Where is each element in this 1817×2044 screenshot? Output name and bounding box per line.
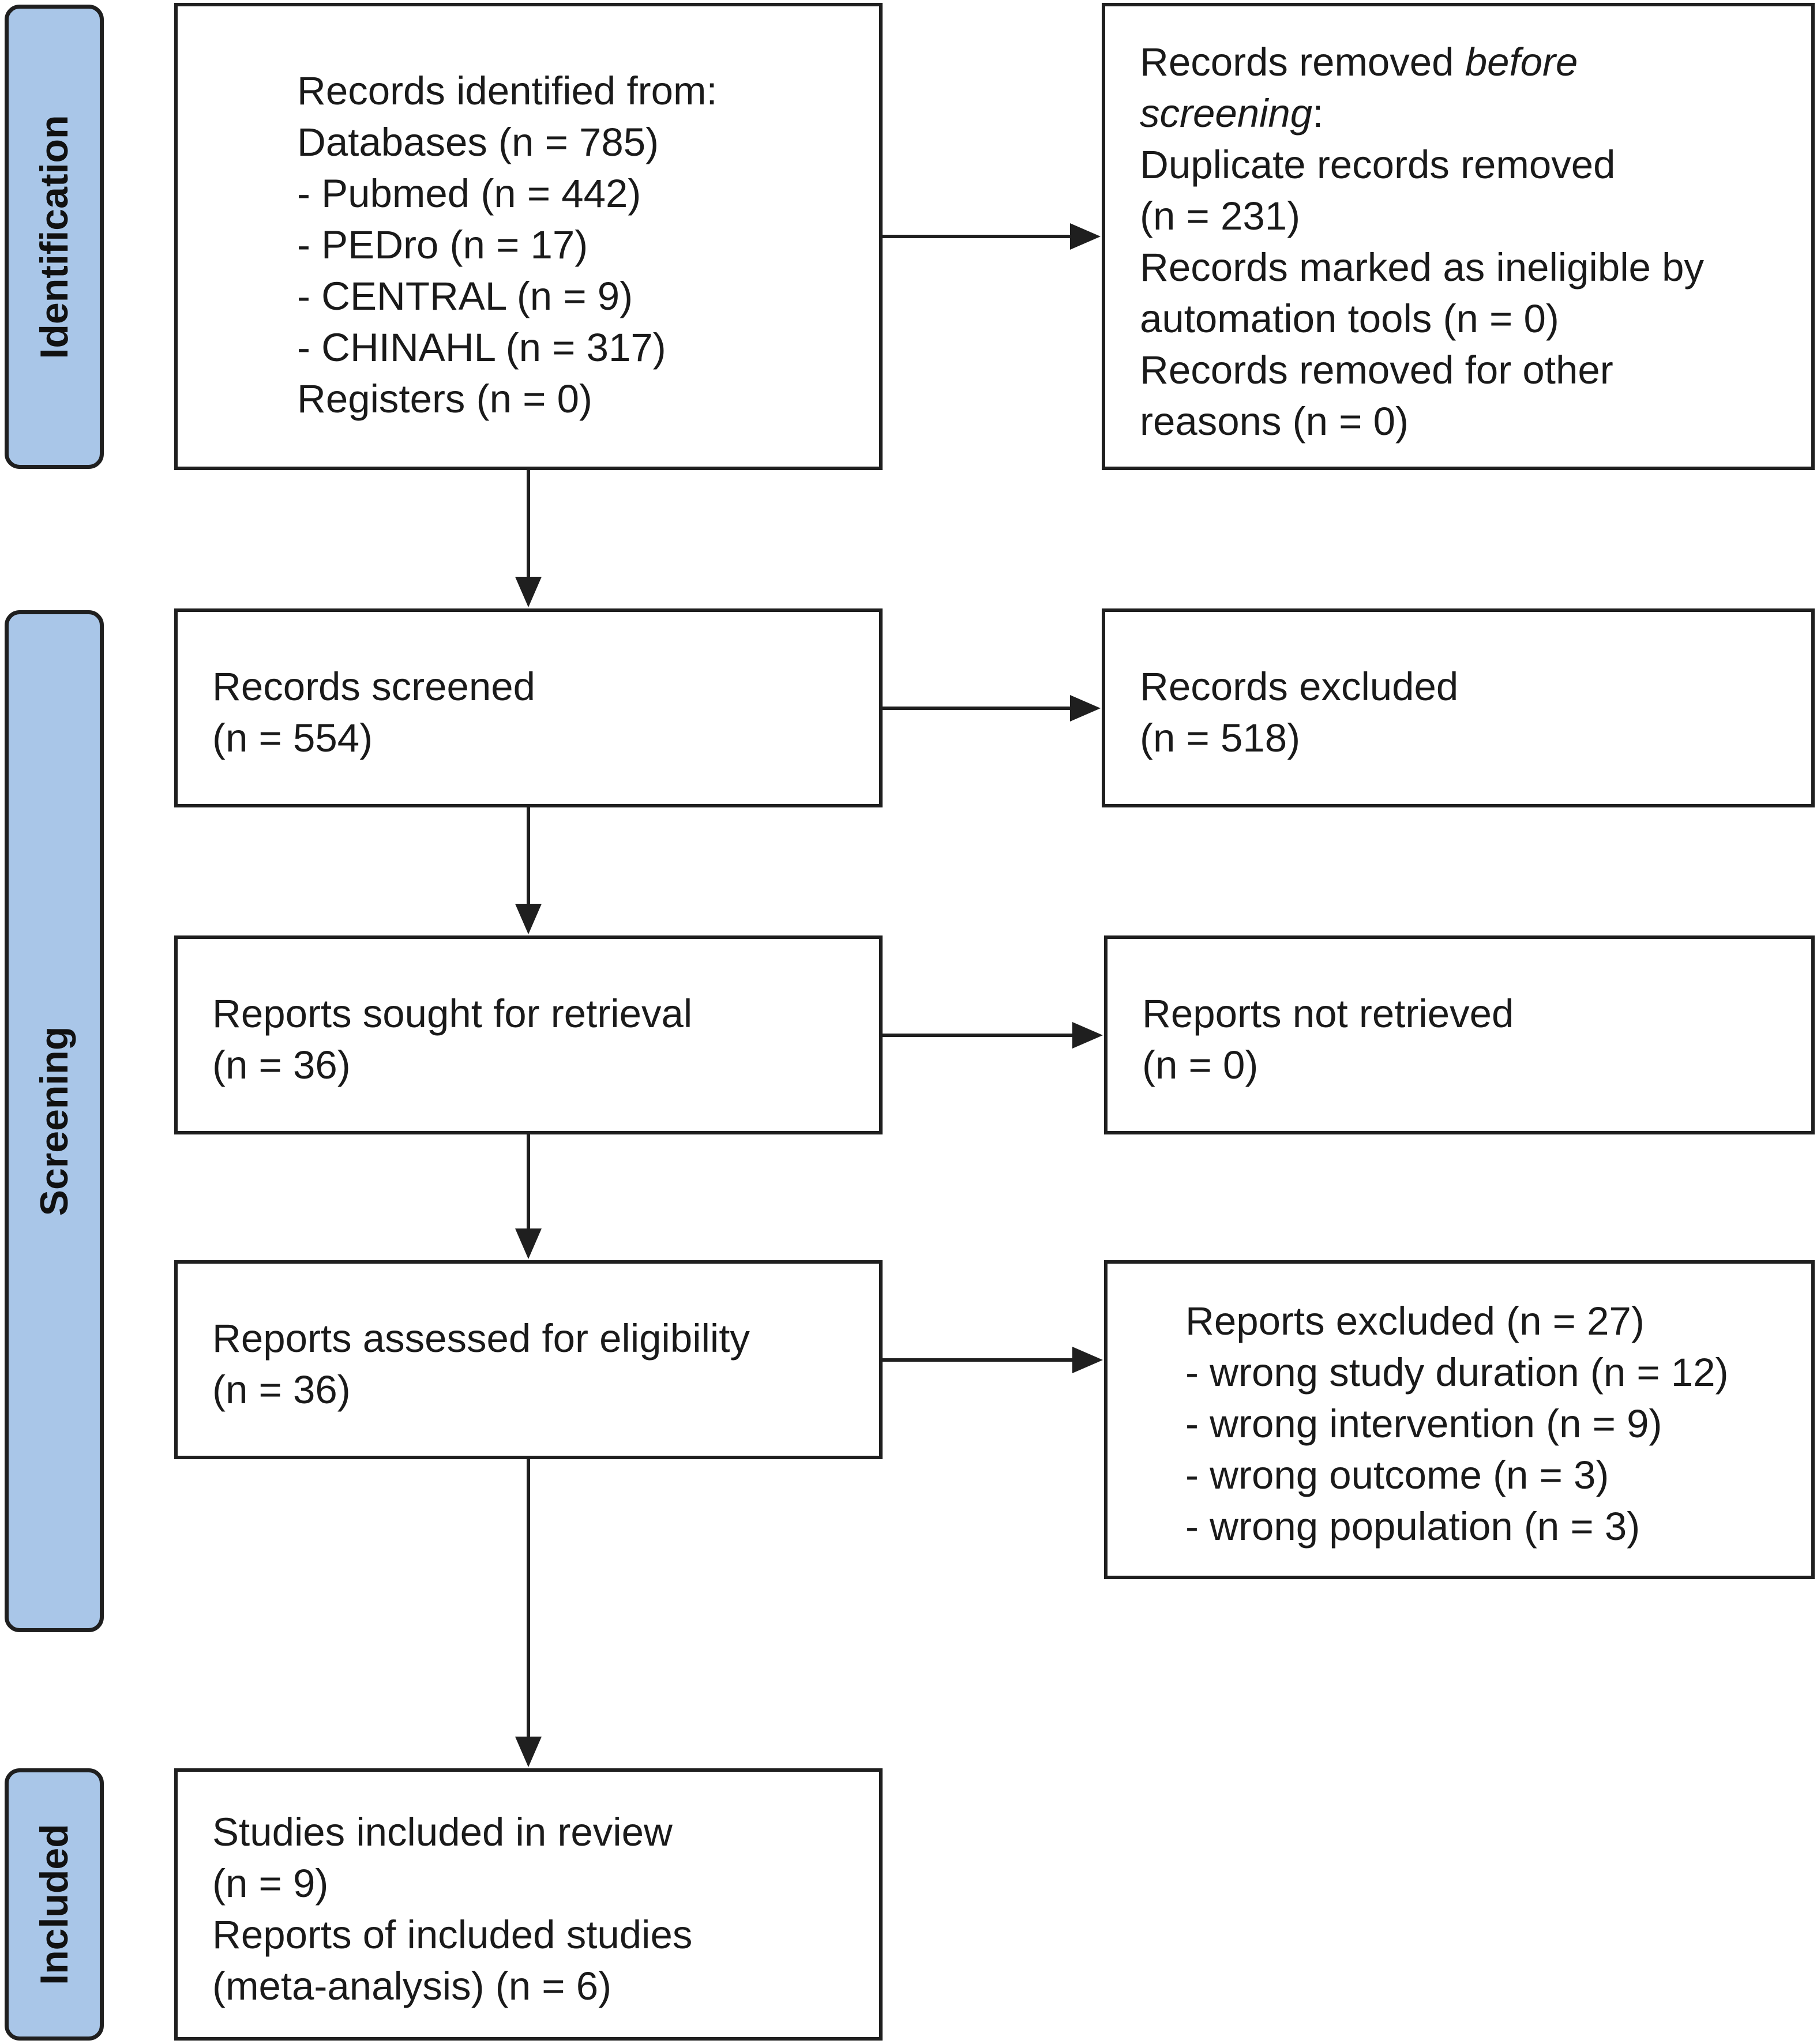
removed-line-6: reasons (n = 0) (1140, 399, 1409, 444)
records-excluded-box: Records excluded (n = 518) (1102, 608, 1815, 807)
reports-excluded-line-1: Reports excluded (n = 27) (1185, 1299, 1645, 1343)
not-retrieved-line-1: Reports not retrieved (1142, 991, 1514, 1036)
reports-excluded-box: Reports excluded (n = 27) - wrong study … (1104, 1260, 1815, 1579)
identified-line-1: Records identified from: (297, 69, 718, 113)
phase-included: Included (5, 1768, 104, 2041)
assessed-line-1: Reports assessed for eligibility (212, 1316, 750, 1361)
reports-excluded-line-5: - wrong population (n = 3) (1185, 1504, 1640, 1549)
arrowhead-right-1 (1070, 223, 1101, 250)
identified-line-4: - PEDro (n = 17) (297, 223, 588, 267)
not-retrieved-line-2: (n = 0) (1142, 1043, 1259, 1087)
reports-excluded-line-3: - wrong intervention (n = 9) (1185, 1402, 1662, 1446)
removed-line-2: (n = 231) (1140, 194, 1301, 238)
identified-line-5: - CENTRAL (n = 9) (297, 274, 633, 318)
arrowhead-right-4 (1072, 1347, 1103, 1373)
removed-heading-line-1: Records removed before (1140, 40, 1578, 84)
assessed-line-2: (n = 36) (212, 1367, 351, 1412)
identified-line-6: - CHINAHL (n = 317) (297, 325, 666, 370)
reports-not-retrieved-box: Reports not retrieved (n = 0) (1104, 935, 1815, 1134)
identified-line-7: Registers (n = 0) (297, 377, 592, 421)
arrowhead-down-4 (515, 1737, 542, 1767)
included-line-4: (meta-analysis) (n = 6) (212, 1964, 612, 2008)
arrowhead-down-1 (515, 577, 542, 607)
arrowhead-right-3 (1072, 1022, 1103, 1049)
identified-line-3: - Pubmed (n = 442) (297, 171, 641, 216)
reports-sought-box: Reports sought for retrieval (n = 36) (174, 935, 883, 1134)
removed-line-3: Records marked as ineligible by (1140, 245, 1704, 290)
excluded-line-1: Records excluded (1140, 664, 1459, 709)
identified-line-2: Databases (n = 785) (297, 120, 659, 164)
reports-excluded-line-4: - wrong outcome (n = 3) (1185, 1453, 1609, 1497)
sought-line-1: Reports sought for retrieval (212, 991, 693, 1036)
screened-line-2: (n = 554) (212, 716, 373, 760)
screened-line-1: Records screened (212, 664, 535, 709)
records-screened-box: Records screened (n = 554) (174, 608, 883, 807)
studies-included-box: Studies included in review (n = 9) Repor… (174, 1768, 883, 2041)
reports-assessed-box: Reports assessed for eligibility (n = 36… (174, 1260, 883, 1459)
arrowhead-down-2 (515, 904, 542, 934)
reports-excluded-line-2: - wrong study duration (n = 12) (1185, 1350, 1729, 1395)
removed-line-1: Duplicate records removed (1140, 142, 1616, 187)
included-line-1: Studies included in review (212, 1810, 673, 1854)
included-line-3: Reports of included studies (212, 1913, 693, 1957)
arrowhead-down-3 (515, 1228, 542, 1259)
excluded-line-2: (n = 518) (1140, 716, 1301, 760)
removed-line-5: Records removed for other (1140, 348, 1613, 392)
phase-screening: Screening (5, 610, 104, 1632)
phase-identification: Identification (5, 5, 104, 469)
arrowhead-right-2 (1070, 695, 1101, 722)
removed-line-4: automation tools (n = 0) (1140, 296, 1559, 341)
included-line-2: (n = 9) (212, 1861, 329, 1906)
records-removed-box: Records removed before screening: Duplic… (1102, 3, 1815, 470)
records-identified-box: Records identified from: Databases (n = … (174, 3, 883, 470)
removed-heading-line-2: screening: (1140, 91, 1324, 136)
sought-line-2: (n = 36) (212, 1043, 351, 1087)
